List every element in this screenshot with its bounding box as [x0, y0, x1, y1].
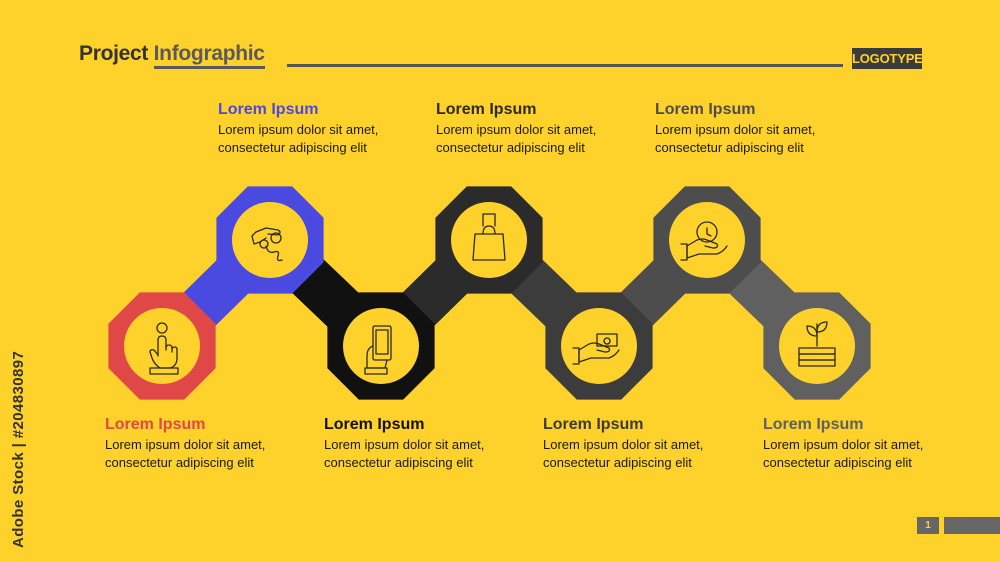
step-2-text: Lorem Ipsum Lorem ipsum dolor sit amet, … [218, 100, 388, 156]
title-word-project: Project [79, 42, 149, 65]
step-7-heading: Lorem Ipsum [763, 416, 864, 433]
step-5-body: Lorem ipsum dolor sit amet, consectetur … [543, 437, 704, 470]
step-2-body: Lorem ipsum dolor sit amet, consectetur … [218, 122, 379, 155]
step-2-heading: Lorem Ipsum [218, 101, 319, 118]
step-3-circle [343, 308, 419, 384]
step-1-text: Lorem Ipsum Lorem ipsum dolor sit amet, … [105, 415, 275, 471]
step-1-body: Lorem ipsum dolor sit amet, consectetur … [105, 437, 266, 470]
stock-watermark: Adobe Stock | #204830897 [6, 320, 36, 550]
step-5-text: Lorem Ipsum Lorem ipsum dolor sit amet, … [543, 415, 713, 471]
step-4-circle [451, 202, 527, 278]
step-6-text: Lorem Ipsum Lorem ipsum dolor sit amet, … [655, 100, 825, 156]
step-4-text: Lorem Ipsum Lorem ipsum dolor sit amet, … [436, 100, 606, 156]
step-7-body: Lorem ipsum dolor sit amet, consectetur … [763, 437, 924, 470]
step-7-text: Lorem Ipsum Lorem ipsum dolor sit amet, … [763, 415, 933, 471]
step-1-circle [124, 308, 200, 384]
money-plant-icon [798, 321, 836, 367]
step-3-text: Lorem Ipsum Lorem ipsum dolor sit amet, … [324, 415, 494, 471]
hand-coins-icon [251, 227, 283, 262]
title-rule [287, 64, 843, 67]
hand-bag-icon [472, 213, 506, 261]
page-number: 1 [917, 517, 939, 534]
step-6-body: Lorem ipsum dolor sit amet, consectetur … [655, 122, 816, 155]
step-2-circle [232, 202, 308, 278]
step-3-body: Lorem ipsum dolor sit amet, consectetur … [324, 437, 485, 470]
hand-phone-icon [364, 325, 392, 375]
page-bar [944, 517, 1000, 534]
logotype-badge: LOGOTYPE [852, 48, 923, 69]
step-4-heading: Lorem Ipsum [436, 101, 537, 118]
page-title: Project Infographic [79, 42, 265, 69]
step-6-heading: Lorem Ipsum [655, 101, 756, 118]
title-word-infographic: Infographic [153, 42, 265, 69]
step-1-heading: Lorem Ipsum [105, 416, 206, 433]
hand-card-icon [572, 333, 620, 365]
step-4-body: Lorem ipsum dolor sit amet, consectetur … [436, 122, 597, 155]
hand-clock-icon [680, 221, 728, 261]
finger-tap-icon [149, 322, 179, 375]
stock-watermark-text: Adobe Stock | #204830897 [10, 350, 27, 548]
step-5-heading: Lorem Ipsum [543, 416, 644, 433]
step-3-heading: Lorem Ipsum [324, 416, 425, 433]
